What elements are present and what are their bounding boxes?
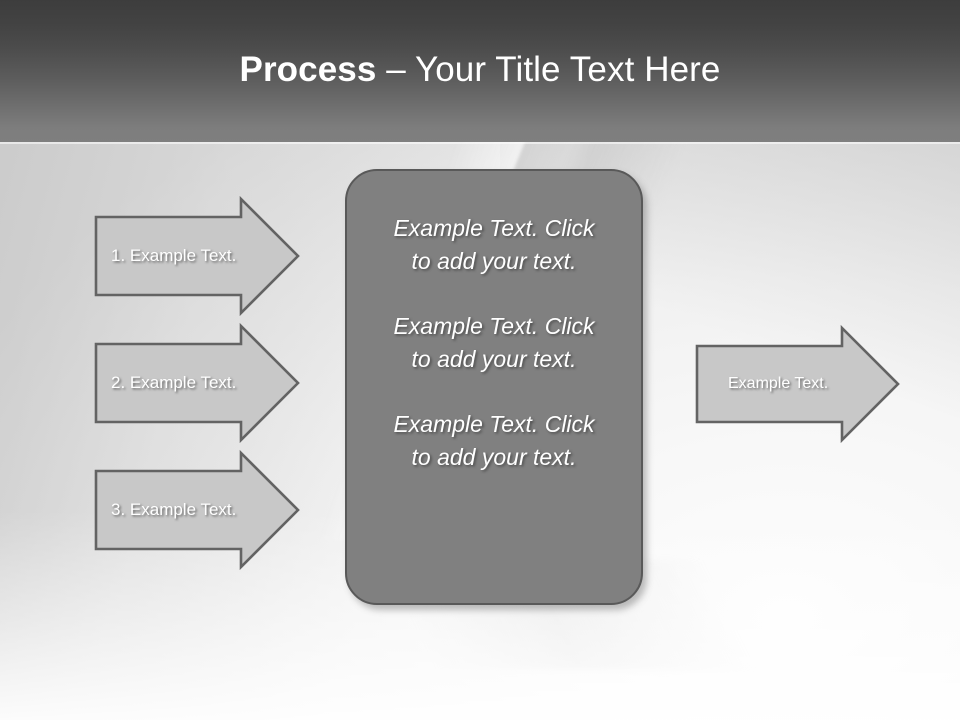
slide-title: Process – Your Title Text Here [0, 48, 960, 92]
process-outcome-arrow[interactable]: Example Text. [695, 324, 900, 444]
slide-title-emphasis: Process [239, 50, 377, 89]
process-content-paragraph-1: Example Text. Click to add your text. [393, 215, 595, 274]
process-step-arrow-3[interactable]: 3. Example Text. [94, 449, 300, 571]
slide-header-band [0, 0, 960, 142]
process-content-box[interactable]: Example Text. Click to add your text. Ex… [345, 169, 643, 605]
process-step-arrow-1[interactable]: 1. Example Text. [94, 195, 300, 317]
process-content-paragraph-2: Example Text. Click to add your text. [393, 313, 595, 372]
process-step-arrow-2[interactable]: 2. Example Text. [94, 322, 300, 444]
process-content-paragraph-3: Example Text. Click to add your text. [393, 411, 595, 470]
slide-title-remainder: – Your Title Text Here [376, 50, 721, 89]
header-divider [0, 142, 960, 144]
